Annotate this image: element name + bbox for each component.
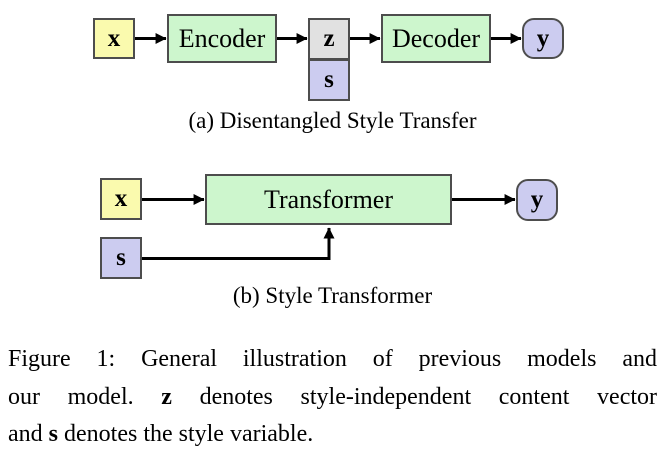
figure-caption-line3-pre: and	[8, 421, 43, 447]
node-x-input-a: x	[93, 18, 135, 59]
node-y-output-b: y	[516, 179, 558, 221]
node-transformer-label: Transformer	[263, 184, 394, 214]
node-z-content: z	[308, 18, 350, 60]
node-y-label-a: y	[536, 24, 550, 52]
subcaption-b: (b) Style Transformer	[232, 283, 433, 308]
node-s-style-b: s	[100, 237, 142, 279]
figure-caption: Figure 1: General illustration of previo…	[8, 341, 657, 454]
node-x-label-a: x	[107, 24, 121, 52]
node-transformer: Transformer	[205, 174, 452, 225]
figure-caption-line1: Figure 1: General illustration of previo…	[8, 341, 657, 379]
node-decoder: Decoder	[381, 14, 491, 63]
subcaption-a: (a) Disentangled Style Transfer	[188, 108, 477, 133]
figure-caption-line2: our model. z denotes style-independent c…	[8, 379, 657, 417]
node-s-label-b: s	[116, 244, 126, 271]
node-decoder-label: Decoder	[391, 23, 481, 53]
figure-caption-line3: and s denotes the style variable.	[8, 416, 657, 454]
node-x-input-b: x	[100, 178, 142, 220]
node-s-style-a: s	[308, 59, 350, 101]
node-s-label-a: s	[324, 66, 334, 93]
node-z-label: z	[323, 25, 335, 52]
arrow-s-to-transformer	[142, 227, 335, 260]
node-encoder-label: Encoder	[178, 23, 266, 53]
figure-caption-line2-pre: our model.	[8, 383, 134, 410]
node-encoder: Encoder	[167, 14, 277, 63]
figure-caption-z-symbol: z	[161, 383, 172, 410]
figure-caption-s-symbol: s	[48, 421, 58, 447]
node-y-output-a: y	[522, 18, 564, 59]
figure-caption-line1-text: Figure 1: General illustration of previo…	[8, 346, 657, 372]
figure-caption-line3-post: denotes the style variable.	[64, 421, 314, 447]
node-y-label-b: y	[530, 186, 544, 213]
figure-caption-line2-post: denotes style-independent content vector	[199, 383, 658, 410]
node-x-label-b: x	[114, 185, 128, 212]
